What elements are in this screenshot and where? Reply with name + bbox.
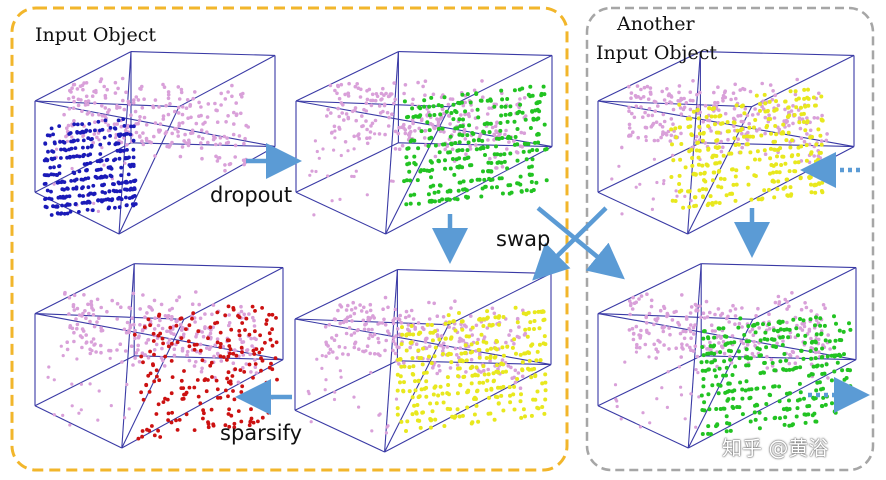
swap-result-right-panel (597, 263, 857, 449)
dropout-result-panel (295, 51, 553, 235)
watermark: 知乎 @黄浴 (722, 436, 829, 460)
left-group-frame (10, 6, 569, 472)
sparsify-result-panel (34, 263, 284, 449)
another-input-object-label-line1: Another (617, 13, 695, 35)
right-group-frame (585, 6, 875, 472)
swap-result-left-panel (294, 269, 552, 453)
input-object-panel (34, 51, 276, 235)
dropout-label: dropout (210, 183, 293, 207)
sparsify-label: sparsify (220, 421, 303, 445)
swap-label: swap (496, 227, 551, 251)
another-input-object-panel (597, 51, 855, 235)
input-object-label: Input Object (35, 24, 156, 46)
another-input-object-label-line2: Input Object (596, 42, 717, 64)
swap-arrow-to-right (536, 206, 625, 280)
flow-arrows (235, 143, 870, 415)
